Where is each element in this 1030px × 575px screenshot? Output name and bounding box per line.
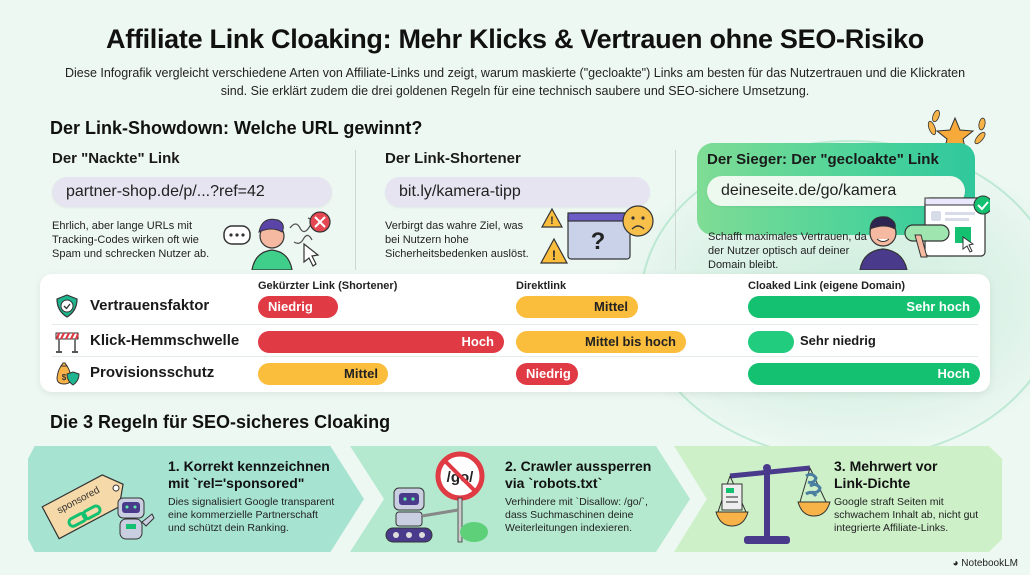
naked-url-pill: partner-shop.de/p/...?ref=42: [52, 177, 332, 207]
rule-desc-line1: Google straft Seiten mit: [834, 496, 944, 508]
rating-badge: Mittel: [516, 296, 638, 318]
rule-card-2: /go/ 2. Crawler aussperren via `robots.t…: [350, 446, 690, 552]
row-label: Vertrauensfaktor: [90, 297, 210, 314]
column-divider: [355, 150, 356, 270]
rule-desc-line3: integrierte Affiliate-Links.: [834, 522, 949, 534]
notebooklm-logo-icon: ◕: [952, 558, 959, 569]
rule-card-1: sponsored 1. Korrekt kennzeichnen mit `r…: [28, 446, 364, 552]
column-divider: [675, 150, 676, 270]
rule-desc-line2: eine kommerzielle Partnerschaft: [168, 509, 318, 521]
confused-user-icon: [223, 211, 331, 270]
svg-text:$: $: [62, 373, 67, 382]
rule-title-line1: 3. Mehrwert vor: [834, 458, 938, 474]
column-description: Verbirgt das wahre Ziel, was bei Nutzern…: [385, 220, 529, 260]
warning-browser-icon: ! ? !: [540, 205, 654, 264]
column-header-direct: Direktlink: [516, 280, 567, 292]
rules-heading: Die 3 Regeln für SEO-sicheres Cloaking: [50, 412, 391, 432]
rule-title-line2: mit `rel='sponsored": [168, 475, 305, 491]
brand-label: NotebookLM: [961, 558, 1018, 569]
rule-desc-line3: und schützt dein Ranking.: [168, 522, 289, 534]
row-label: Provisionsschutz: [90, 364, 215, 381]
shield-check-icon: [56, 294, 78, 318]
rule-desc-line1: Verhindere mit `Disallow: /go/`,: [505, 496, 648, 508]
column-description: Schafft maximales Vertrauen, da der Nutz…: [708, 231, 867, 271]
rule-desc-line2: schwachem Inhalt ab, nicht gut: [834, 509, 979, 521]
shortener-url-pill: bit.ly/kamera-tipp: [385, 177, 650, 207]
column-header-shortener: Gekürzter Link (Shortener): [258, 280, 398, 292]
table-row: Vertrauensfaktor Niedrig Mittel Sehr hoc…: [52, 290, 980, 322]
robot-no-go-sign-icon: /go/: [385, 451, 488, 543]
rating-badge: Mittel bis hoch: [516, 331, 686, 353]
happy-user-click-icon: [859, 195, 990, 270]
table-row: $ Provisionsschutz Mittel Niedrig Hoch: [52, 356, 980, 388]
comparison-table: Gekürzter Link (Shortener) Direktlink Cl…: [40, 274, 990, 392]
rating-badge: Niedrig: [258, 296, 338, 318]
rule-card-3: 3. Mehrwert vor Link-Dichte Google straf…: [674, 446, 1002, 552]
shortener-column: Der Link-Shortener bit.ly/kamera-tipp Ve…: [385, 150, 650, 261]
column-title: Der Link-Shortener: [385, 150, 521, 167]
svg-text:!: !: [552, 247, 557, 263]
money-bag-shield-icon: $: [56, 362, 80, 386]
svg-text:?: ?: [591, 228, 606, 255]
rule-desc-line2: dass Suchmaschinen deine: [505, 509, 634, 521]
row-label: Klick-Hemmschwelle: [90, 332, 240, 349]
page-subtitle: Diese Infografik vergleicht verschiedene…: [64, 66, 966, 98]
rating-badge: Hoch: [748, 363, 980, 385]
rule-desc-line3: Weiterleitungen indexieren.: [505, 522, 633, 534]
rating-badge: Sehr hoch: [748, 296, 980, 318]
brand-footer: ◕ NotebookLM: [952, 558, 1018, 569]
rating-badge: Mittel: [258, 363, 388, 385]
cloaked-url-pill: deineseite.de/go/kamera: [707, 176, 965, 206]
column-description: Ehrlich, aber lange URLs mit Tracking-Co…: [52, 220, 210, 260]
balance-scale-icon: [715, 464, 831, 544]
table-row: Klick-Hemmschwelle Hoch Mittel bis hoch …: [52, 324, 978, 356]
rule-title-line1: 1. Korrekt kennzeichnen: [168, 458, 330, 474]
showdown-heading: Der Link-Showdown: Welche URL gewinnt?: [50, 118, 423, 138]
naked-link-column: Der "Nackte" Link partner-shop.de/p/...?…: [52, 150, 332, 261]
rule-desc-line1: Dies signalisiert Google transparent: [168, 496, 335, 508]
column-title: Der "Nackte" Link: [52, 150, 180, 167]
rule-title-line2: via `robots.txt`: [505, 475, 603, 491]
rule-title-line1: 2. Crawler aussperren: [505, 458, 652, 474]
rating-badge: Hoch: [258, 331, 504, 353]
column-title: Der Sieger: Der "gecloakte" Link: [707, 151, 939, 168]
rating-badge: Niedrig: [516, 363, 578, 385]
column-header-cloaked: Cloaked Link (eigene Domain): [748, 280, 906, 292]
svg-text:!: !: [550, 215, 554, 227]
barrier-icon: [55, 332, 80, 353]
rating-bar: [748, 331, 794, 353]
rule-title-line2: Link-Dichte: [834, 475, 911, 491]
page-title: Affiliate Link Cloaking: Mehr Klicks & V…: [106, 24, 924, 54]
rating-label: Sehr niedrig: [800, 333, 876, 348]
sponsored-tag-robot-icon: sponsored: [41, 474, 155, 540]
